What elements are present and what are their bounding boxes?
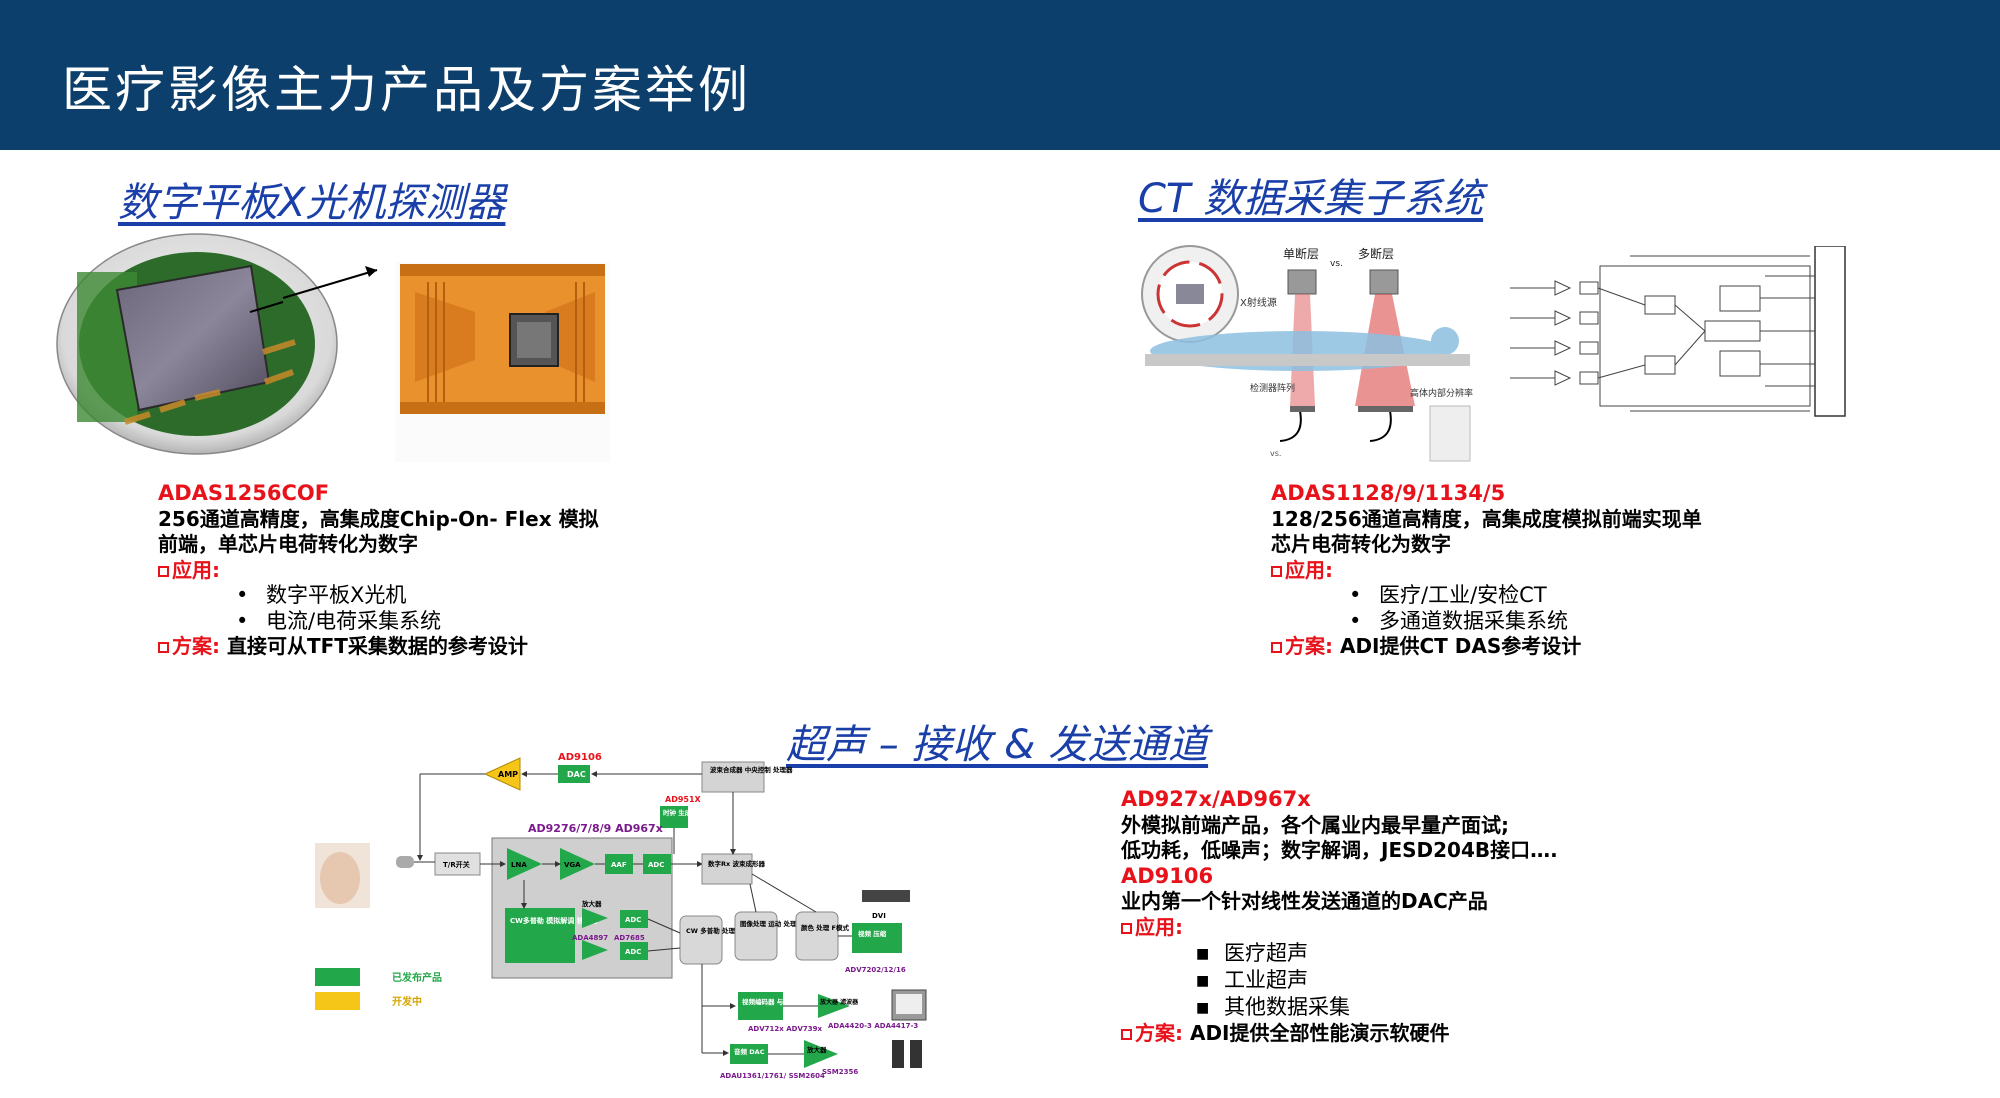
header-bar: 医疗影像主力产品及方案举例 [0, 0, 2000, 150]
ct-schematic-figure [1510, 246, 1846, 417]
us-desc1-line-2: 低功耗，低噪声；数字解调，JESD204B接口…. [1121, 838, 1558, 862]
xray-desc-line-1: 256通道高精度，高集成度Chip-On- Flex 模拟 [158, 506, 599, 531]
ct-single-label: 单断层 [1283, 246, 1319, 261]
ct-detector-label: 检测器阵列 [1250, 382, 1295, 394]
xray-app-item: •电流/电荷采集系统 [236, 608, 442, 633]
video-compress-block: 视频 压缩 [858, 929, 887, 938]
us-app-label: 应用: [1135, 914, 1183, 939]
checkbox-square-icon [1271, 642, 1282, 653]
adv712x-label: ADV712x ADV739x [748, 1025, 822, 1033]
ct-app-item: •医疗/工业/安检CT [1349, 583, 1547, 607]
us-desc1-line-1: 外模拟前端产品，各个属业内最早量产面试; [1121, 812, 1509, 837]
ssm2356-label: SSM2356 [822, 1068, 858, 1076]
audio-dac-block: 音频 DAC [734, 1047, 765, 1056]
adc-lower-block: ADC [625, 948, 641, 956]
cw-processing-block: CW 多普勒 处理 [686, 926, 735, 935]
ct-app-label-row: 应用: [1271, 558, 1702, 584]
us-app-item: ■医疗超声 [1196, 941, 1308, 965]
us-solution-label: 方案: [1135, 1021, 1183, 1045]
beamformer-block: 波束合成器 中央控制 处理器 [710, 765, 793, 774]
ct-app-item: •多通道数据采集系统 [1349, 608, 1568, 633]
ada4420-label: ADA4420-3 ADA4417-3 [828, 1022, 918, 1030]
ad9106-diagram-label: AD9106 [558, 752, 602, 763]
xray-section-title: 数字平板X光机探测器 [118, 180, 506, 226]
us-app-label-row: 应用: [1121, 915, 1558, 941]
us-product-1: AD927x/AD967x [1121, 787, 1311, 811]
checkbox-square-icon [1121, 1029, 1132, 1040]
ct-section-title: CT 数据采集子系统 [1138, 176, 1484, 222]
audio-amp-block: 放大器 [806, 1045, 827, 1054]
xray-desc-line-2: 前端，单芯片电荷转化为数字 [158, 532, 418, 556]
us-product-2: AD9106 [1121, 863, 1214, 888]
xray-info-block: ADAS1256COF 256通道高精度，高集成度Chip-On- Flex 模… [158, 481, 599, 660]
checkbox-square-icon [1271, 565, 1282, 577]
ct-vs-label: vs. [1330, 259, 1343, 269]
clock-block: 时钟 生成 [663, 808, 692, 817]
us-solution-row: 方案: ADI提供全部性能演示软硬件 [1121, 1021, 1558, 1047]
ct-app-label: 应用: [1285, 557, 1333, 582]
checkbox-square-icon [1121, 922, 1132, 934]
ct-solution-text: ADI提供CT DAS参考设计 [1339, 634, 1582, 658]
ct-desc-line-2: 芯片电荷转化为数字 [1271, 532, 1451, 556]
legend-in-development: 开发中 [392, 995, 422, 1008]
ct-solution-label: 方案: [1285, 634, 1333, 658]
xray-app-label-row: 应用: [158, 558, 599, 584]
ada4897-label: ADA4897 [572, 934, 608, 942]
ad7685-label: AD7685 [614, 934, 645, 942]
adc-upper-block: ADC [625, 916, 641, 924]
ct-xray-label: X射线源 [1240, 296, 1277, 309]
tr-switch-block: T/R开关 [443, 860, 470, 869]
adv7202-label: ADV7202/12/16 [845, 966, 906, 974]
color-processing-block: 颜色 处理 F模式 [801, 923, 849, 932]
xray-solution-label: 方案: [172, 634, 220, 658]
adc-block: ADC [648, 861, 664, 869]
xray-solution-row: 方案: 直接可从TFT采集数据的参考设计 [158, 634, 599, 660]
dvi-label: DVI [872, 912, 886, 920]
xray-product-name: ADAS1256COF [158, 481, 330, 505]
image-processing-block: 图像处理 运动 处理 (B模式) [740, 919, 823, 928]
aaf-block: AAF [611, 861, 627, 869]
page-title: 医疗影像主力产品及方案举例 [62, 61, 751, 119]
checkbox-square-icon [158, 565, 169, 577]
rx-beamformer-block: 数字Rx 波束成形器 [708, 859, 765, 868]
dac-block: DAC [567, 770, 586, 779]
amp-block: AMP [498, 770, 518, 779]
ct-desc-line-1: 128/256通道高精度，高集成度模拟前端实现单 [1271, 506, 1702, 531]
ct-scanner-figure: X射线源 单断层 vs. 多断层 检测器阵列 高体内部分辨率 vs. [1141, 245, 1473, 462]
us-app-item: ■工业超声 [1196, 968, 1308, 992]
xray-solution-text: 直接可从TFT采集数据的参考设计 [226, 634, 528, 658]
adau-label: ADAU1361/1761/ SSM2604 [720, 1072, 825, 1080]
video-amp-block: 放大器 滤波器 [819, 998, 859, 1006]
ad951x-label: AD951X [665, 795, 702, 804]
ct-hires-label: 高体内部分辨率 [1410, 387, 1473, 399]
lna-block: LNA [511, 861, 527, 869]
ultrasound-info-block: AD927x/AD967x 外模拟前端产品，各个属业内最早量产面试; 低功耗，低… [1121, 787, 1558, 1047]
afe-label: AD9276/7/8/9 AD967x [528, 822, 663, 835]
ct-info-block: ADAS1128/9/1134/5 128/256通道高精度，高集成度模拟前端实… [1271, 481, 1702, 660]
legend-released: 已发布产品 [392, 971, 442, 984]
ultrasound-section-title: 超声 – 接收 & 发送通道 [786, 722, 1209, 768]
ultrasound-block-diagram: AD9106 DAC AMP 波束合成器 中央控制 处理器 AD951X 时钟 … [315, 752, 927, 1080]
amp-upper-block: 放大器 [581, 899, 602, 908]
cw-demod-block: CW多普勒 模拟解调 移相器 [510, 916, 599, 925]
xray-detector-figure [56, 233, 610, 462]
ct-product-name: ADAS1128/9/1134/5 [1271, 481, 1506, 505]
ct-solution-row: 方案: ADI提供CT DAS参考设计 [1271, 634, 1702, 660]
vga-block: VGA [564, 861, 581, 869]
xray-app-label: 应用: [172, 557, 220, 582]
video-encoder-block: 视频编码器 与 模数器 [742, 997, 806, 1006]
ct-vs-bottom: vs. [1270, 449, 1281, 458]
xray-app-item: •数字平板X光机 [236, 583, 407, 607]
checkbox-square-icon [158, 642, 169, 653]
us-solution-text: ADI提供全部性能演示软硬件 [1189, 1021, 1450, 1045]
us-app-item: ■其他数据采集 [1196, 995, 1350, 1019]
ct-multi-label: 多断层 [1358, 246, 1394, 261]
us-desc2: 业内第一个针对线性发送通道的DAC产品 [1121, 889, 1488, 913]
